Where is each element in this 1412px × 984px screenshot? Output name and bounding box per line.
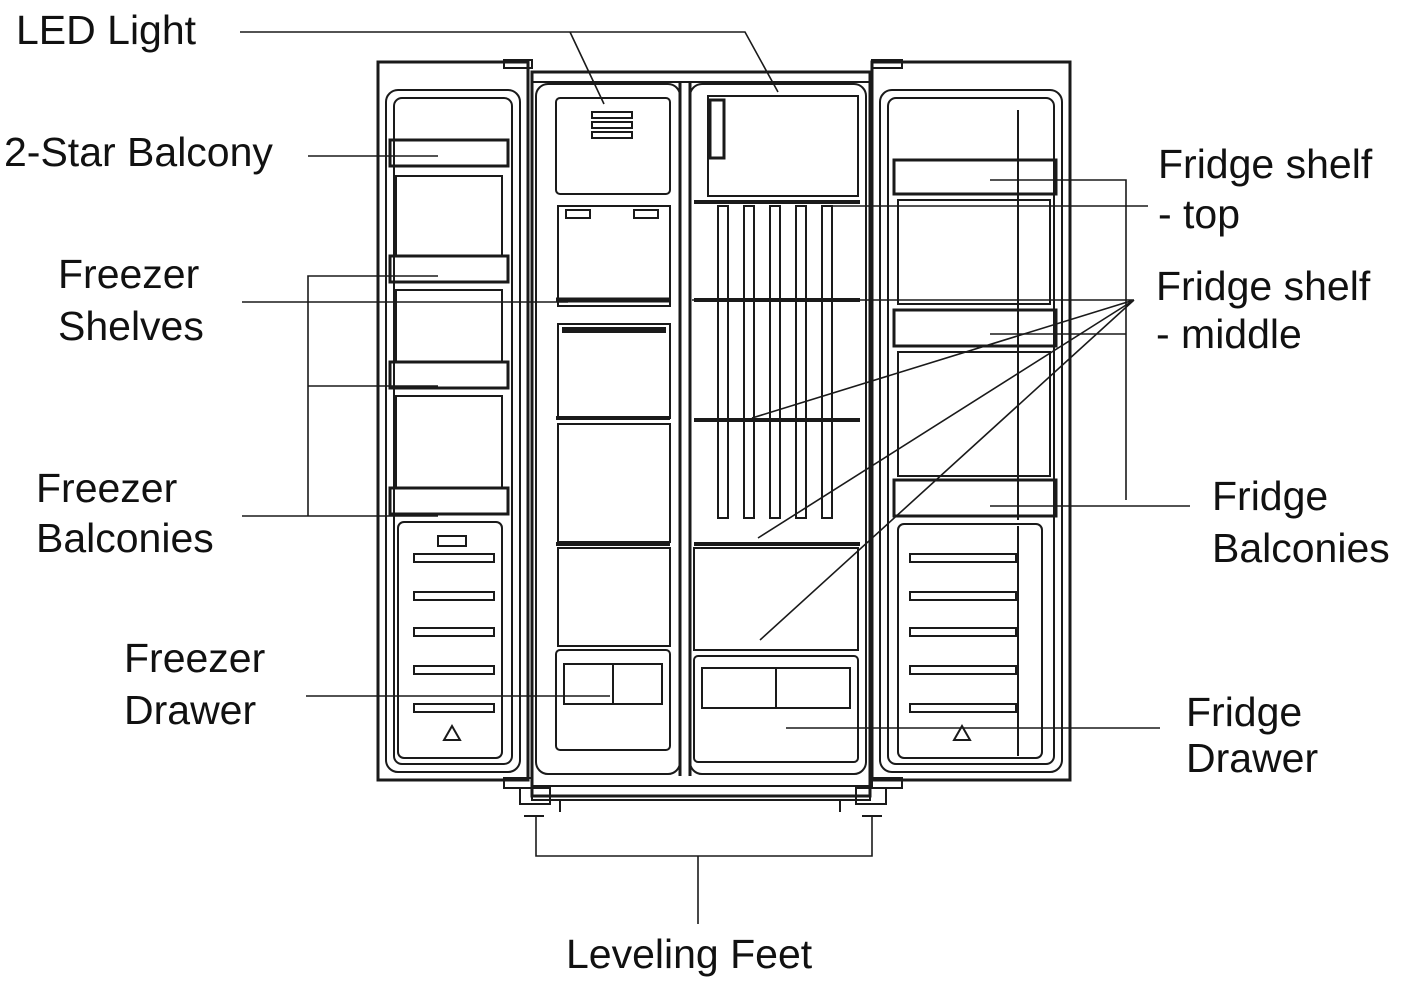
label-fridge-balconies-line1: Fridge xyxy=(1212,473,1329,519)
label-freezer-shelves-line1: Freezer xyxy=(58,251,200,297)
freezer-door xyxy=(376,59,533,789)
label-freezer-shelves-line2: Shelves xyxy=(58,303,204,349)
fridge-compartment xyxy=(693,95,860,763)
label-fridge-shelf-top-line2: - top xyxy=(1158,191,1241,237)
label-fridge-drawer-line2: Drawer xyxy=(1186,735,1319,781)
label-freezer-drawer-line1: Freezer xyxy=(124,635,266,681)
fridge-door xyxy=(870,59,1072,789)
leader-freezer-balconies xyxy=(242,275,438,517)
label-two-star-balcony: 2-Star Balcony xyxy=(4,129,273,175)
label-freezer-balconies-line1: Freezer xyxy=(36,465,178,511)
leader-fridge-balconies xyxy=(990,179,1190,507)
leader-lines xyxy=(240,31,1190,924)
leader-leveling-feet xyxy=(535,816,873,924)
label-freezer-drawer-line2: Drawer xyxy=(124,687,257,733)
label-fridge-drawer-line1: Fridge xyxy=(1186,689,1303,735)
label-leveling-feet: Leveling Feet xyxy=(566,931,813,977)
leveling-feet-hardware xyxy=(519,787,887,817)
leader-fridge-shelf-middle xyxy=(692,299,1135,641)
label-fridge-shelf-top-line1: Fridge shelf xyxy=(1158,141,1373,187)
label-fridge-balconies-line2: Balconies xyxy=(1212,525,1390,571)
label-fridge-shelf-middle-line1: Fridge shelf xyxy=(1156,263,1371,309)
label-freezer-balconies-line2: Balconies xyxy=(36,515,214,561)
cabinet xyxy=(530,70,872,812)
label-led-light: LED Light xyxy=(16,7,197,53)
freezer-compartment xyxy=(555,97,671,751)
leader-led-light xyxy=(240,31,779,105)
label-fridge-shelf-middle-line2: - middle xyxy=(1156,311,1302,357)
